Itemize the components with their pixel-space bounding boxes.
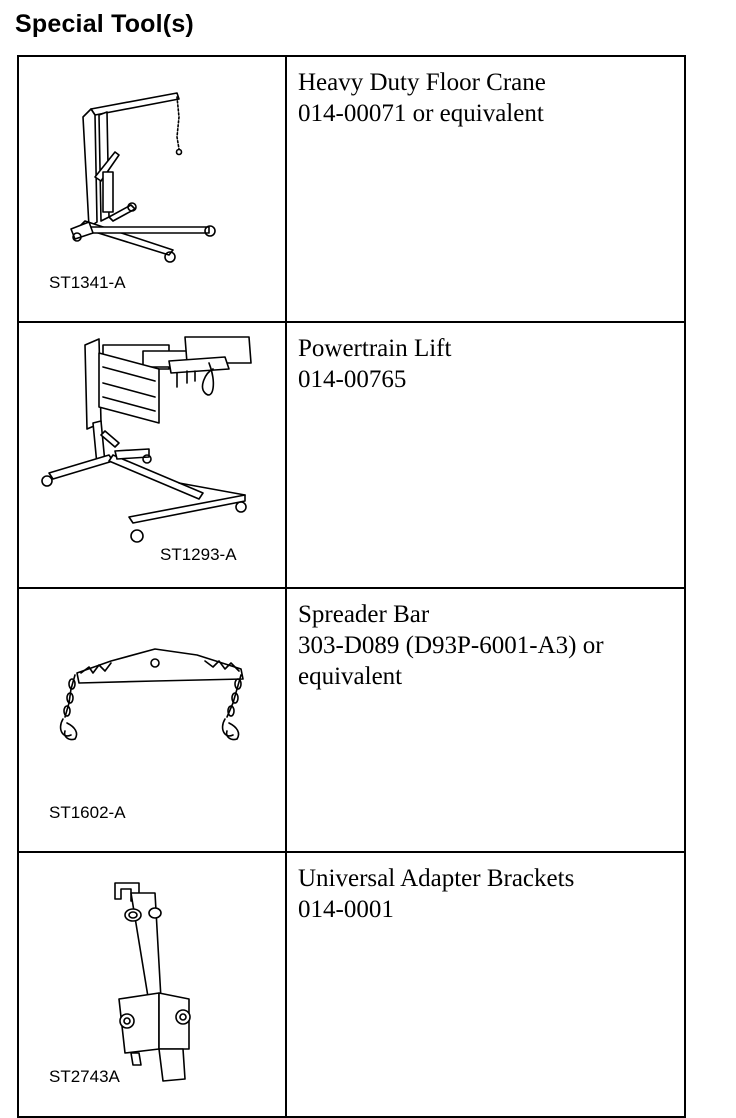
tool-name: Powertrain Lift	[298, 335, 452, 362]
tool-name: Heavy Duty Floor Crane	[298, 69, 546, 96]
tool-part-number: 014-0001	[298, 896, 394, 923]
table-row: ST1293-A Powertrain Lift 014-00765	[17, 321, 686, 589]
tool-description-cell: Powertrain Lift 014-00765	[285, 321, 686, 589]
table-row: ST2743A Universal Adapter Brackets 014-0…	[17, 851, 686, 1118]
tool-illustration-cell: ST1341-A	[17, 55, 287, 323]
tool-part-number-cont: equivalent	[298, 663, 403, 690]
illustration-code: ST1341-A	[49, 273, 126, 292]
special-tools-table: ST1341-A Heavy Duty Floor Crane 014-0007…	[17, 55, 686, 1118]
tool-description-cell: Spreader Bar 303-D089 (D93P-6001-A3) or …	[285, 587, 686, 853]
tool-part-number: 014-00071 or equivalent	[298, 100, 544, 127]
table-row: ST1341-A Heavy Duty Floor Crane 014-0007…	[17, 55, 686, 323]
tool-description-cell: Universal Adapter Brackets 014-0001	[285, 851, 686, 1118]
tool-illustration-cell: ST1602-A	[17, 587, 287, 853]
floor-crane-icon	[70, 92, 216, 263]
tool-name: Universal Adapter Brackets	[298, 865, 575, 892]
illustration-code: ST2743A	[49, 1067, 120, 1086]
tool-name: Spreader Bar	[298, 601, 430, 628]
spreader-bar-icon	[59, 648, 244, 741]
tool-part-number: 014-00765	[298, 366, 407, 393]
powertrain-lift-icon	[41, 336, 252, 543]
illustration-code: ST1293-A	[160, 545, 237, 564]
page-title: Special Tool(s)	[15, 10, 194, 38]
tool-illustration-cell: ST2743A	[17, 851, 287, 1118]
tool-description-cell: Heavy Duty Floor Crane 014-00071 or equi…	[285, 55, 686, 323]
tool-illustration-cell: ST1293-A	[17, 321, 287, 589]
table-row: ST1602-A Spreader Bar 303-D089 (D93P-600…	[17, 587, 686, 853]
illustration-code: ST1602-A	[49, 803, 126, 822]
tool-part-number: 303-D089 (D93P-6001-A3) or	[298, 632, 604, 659]
adapter-bracket-icon	[114, 882, 191, 1082]
